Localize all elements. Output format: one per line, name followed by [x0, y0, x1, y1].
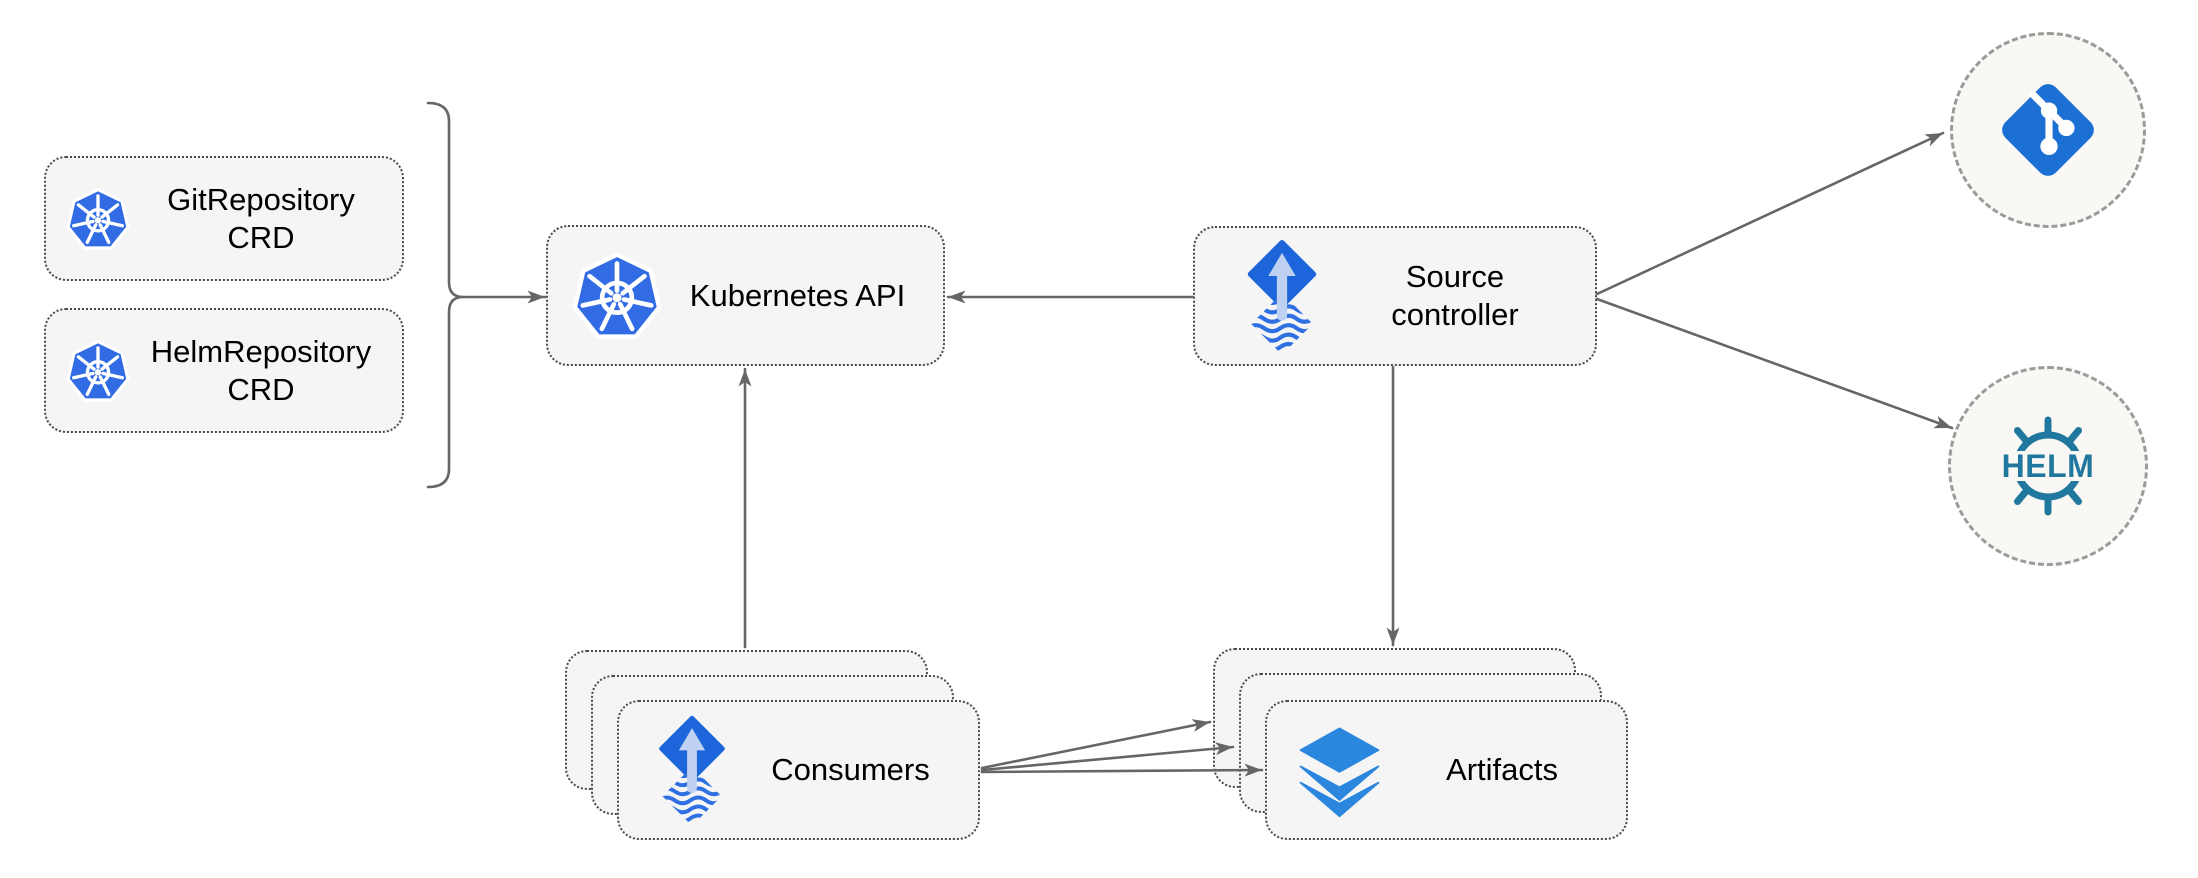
node-consumers: Consumers [617, 700, 980, 840]
flux-source-icon [1239, 239, 1325, 353]
edge-consumers-to-artifacts-2 [980, 742, 1235, 772]
flux-source-icon [651, 714, 733, 826]
helm-wordmark: HELM [2002, 448, 2095, 484]
node-git-remote [1950, 32, 2146, 228]
node-helm-repository-crd: HelmRepository CRD [44, 308, 404, 433]
helm-icon: HELM [1993, 411, 2103, 521]
node-artifacts: Artifacts [1265, 700, 1628, 840]
node-helm-remote: HELM [1948, 366, 2148, 566]
node-label: HelmRepository CRD [150, 333, 372, 407]
layers-icon [1291, 723, 1388, 818]
kubernetes-icon [66, 338, 130, 404]
git-icon [1997, 79, 2099, 181]
node-label: Source controller [1391, 259, 1519, 332]
node-label: GitRepository CRD [167, 181, 355, 255]
kubernetes-icon [572, 250, 662, 342]
edge-source-controller-to-git-remote [1595, 131, 1945, 296]
node-label: Artifacts [1446, 752, 1558, 788]
kubernetes-icon [66, 186, 130, 252]
node-source-controller: Source controller [1193, 226, 1597, 366]
node-kubernetes-api: Kubernetes API [546, 225, 945, 366]
node-label: Consumers [771, 752, 930, 788]
edge-source-controller-to-helm-remote [1595, 297, 1954, 430]
edge-consumers-to-artifacts-1 [980, 719, 1212, 770]
node-label: Kubernetes API [689, 277, 906, 313]
node-git-repository-crd: GitRepository CRD [44, 156, 404, 281]
crd-group-brace [426, 101, 465, 489]
